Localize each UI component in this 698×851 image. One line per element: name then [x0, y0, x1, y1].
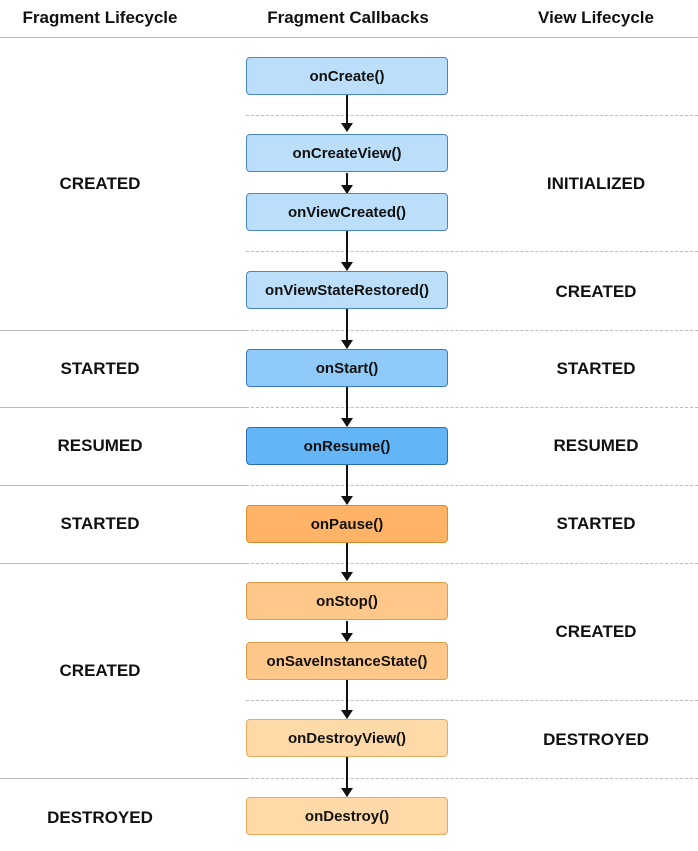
- view-state-divider: [246, 407, 698, 408]
- fragment-state-started: STARTED: [60, 514, 140, 533]
- view-state-initialized: INITIALIZED: [546, 174, 646, 193]
- flow-arrow: [341, 757, 353, 797]
- fragment-state-created: CREATED: [59, 661, 141, 680]
- fragment-lifecycle-header: Fragment Lifecycle: [22, 8, 178, 27]
- view-state-divider: [246, 251, 698, 252]
- view-state-divider: [246, 563, 698, 564]
- on-destroy-view-callback: onDestroyView(): [246, 719, 448, 757]
- view-state-resumed: RESUMED: [553, 436, 639, 455]
- view-state-destroyed: DESTROYED: [543, 730, 649, 749]
- header-divider: [0, 37, 698, 38]
- fragment-callbacks-header: Fragment Callbacks: [267, 8, 429, 27]
- view-lifecycle-header: View Lifecycle: [538, 8, 654, 27]
- flow-arrow: [341, 387, 353, 427]
- on-view-created-callback: onViewCreated(): [246, 193, 448, 231]
- flow-arrow: [341, 309, 353, 349]
- view-state-divider: [246, 330, 698, 331]
- flow-arrow: [341, 173, 353, 194]
- view-state-started: STARTED: [556, 359, 636, 378]
- view-state-created: CREATED: [555, 282, 637, 301]
- on-view-state-restored-callback: onViewStateRestored(): [246, 271, 448, 309]
- fragment-state-created: CREATED: [59, 174, 141, 193]
- fragment-state-resumed: RESUMED: [57, 436, 143, 455]
- view-state-divider: [246, 778, 698, 779]
- fragment-state-destroyed: DESTROYED: [47, 808, 153, 827]
- fragment-state-divider: [0, 485, 246, 486]
- fragment-state-divider: [0, 407, 246, 408]
- fragment-state-divider: [0, 778, 246, 779]
- view-state-created: CREATED: [555, 622, 637, 641]
- on-pause-callback: onPause(): [246, 505, 448, 543]
- on-resume-callback: onResume(): [246, 427, 448, 465]
- on-create-callback: onCreate(): [246, 57, 448, 95]
- on-create-view-callback: onCreateView(): [246, 134, 448, 172]
- flow-arrow: [341, 95, 353, 132]
- flow-arrow: [341, 680, 353, 719]
- on-destroy-callback: onDestroy(): [246, 797, 448, 835]
- fragment-state-divider: [0, 330, 246, 331]
- on-save-instance-state-callback: onSaveInstanceState(): [246, 642, 448, 680]
- fragment-state-started: STARTED: [60, 359, 140, 378]
- view-state-started: STARTED: [556, 514, 636, 533]
- flow-arrow: [341, 231, 353, 271]
- view-state-divider: [246, 115, 698, 116]
- flow-arrow: [341, 465, 353, 505]
- fragment-state-divider: [0, 563, 246, 564]
- flow-arrow: [341, 543, 353, 581]
- view-state-divider: [246, 700, 698, 701]
- flow-arrow: [341, 621, 353, 642]
- on-start-callback: onStart(): [246, 349, 448, 387]
- view-state-divider: [246, 485, 698, 486]
- on-stop-callback: onStop(): [246, 582, 448, 620]
